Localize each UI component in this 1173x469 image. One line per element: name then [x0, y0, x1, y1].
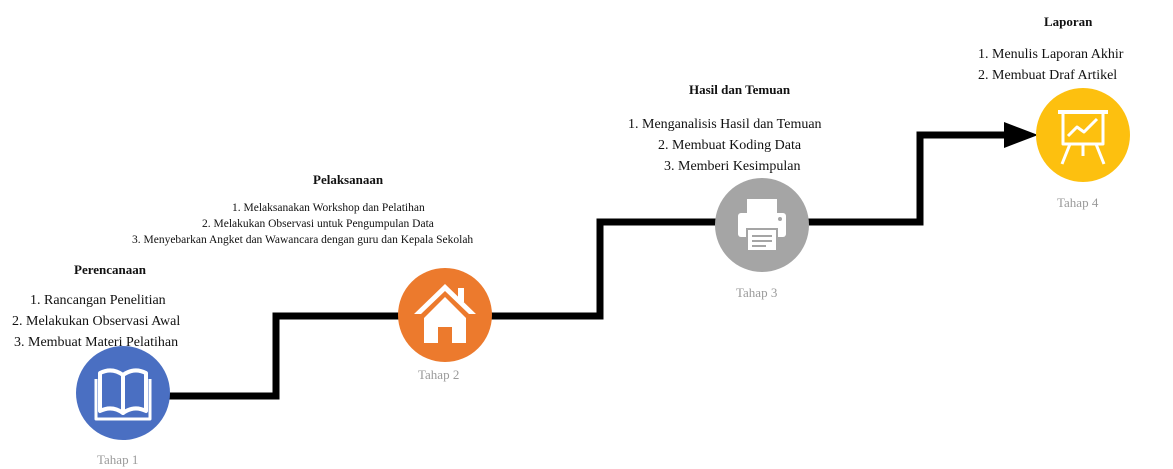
home-icon [414, 284, 476, 343]
presentation-icon [1058, 110, 1108, 165]
printer-icon [738, 199, 786, 252]
stage-2-list: 1. Melaksanakan Workshop dan Pelatihan 2… [120, 200, 473, 248]
stage-4-item-2: 2. Membuat Draf Artikel [978, 68, 1118, 83]
staircase-path [165, 131, 1010, 400]
stage-2-item-2: 2. Melakukan Observasi untuk Pengumpulan… [202, 218, 434, 230]
stage-2-icon-group [398, 268, 492, 362]
stage-4-item-1: 1. Menulis Laporan Akhir [978, 47, 1124, 62]
stage-4-list: 1. Menulis Laporan Akhir 2. Membuat Draf… [978, 44, 1123, 86]
stage-4-title: Laporan [1044, 14, 1093, 29]
stage-1-item-3: 3. Membuat Materi Pelatihan [14, 335, 179, 350]
stage-4-label: Tahap 4 [1057, 195, 1099, 210]
stage-4-icon-group [1036, 88, 1130, 182]
stage-1-title: Perencanaan [74, 262, 146, 277]
stage-2-item-1: 1. Melaksanakan Workshop dan Pelatihan [232, 202, 425, 214]
stage-3-label: Tahap 3 [736, 285, 778, 300]
stage-1-list: 1. Rancangan Penelitian 2. Melakukan Obs… [12, 290, 180, 353]
arrowhead-icon [1004, 122, 1038, 148]
stage-1-icon-group [76, 346, 170, 440]
stage-1-label: Tahap 1 [97, 452, 139, 467]
stage-3-icon-group [715, 178, 809, 272]
stage-3-item-3: 3. Memberi Kesimpulan [664, 159, 801, 174]
stage-2-label: Tahap 2 [418, 367, 460, 382]
stage-1-item-2: 2. Melakukan Observasi Awal [12, 314, 181, 329]
stage-3-item-2: 2. Membuat Koding Data [658, 138, 802, 153]
stage-1-item-1: 1. Rancangan Penelitian [30, 293, 166, 308]
book-icon [94, 368, 152, 421]
stage-2-title: Pelaksanaan [313, 172, 384, 187]
stage-3-item-1: 1. Menganalisis Hasil dan Temuan [628, 117, 822, 132]
stage-3-title: Hasil dan Temuan [689, 82, 791, 97]
stage-3-list: 1. Menganalisis Hasil dan Temuan 2. Memb… [628, 114, 822, 177]
stage-2-item-3: 3. Menyebarkan Angket dan Wawancara deng… [132, 234, 474, 246]
